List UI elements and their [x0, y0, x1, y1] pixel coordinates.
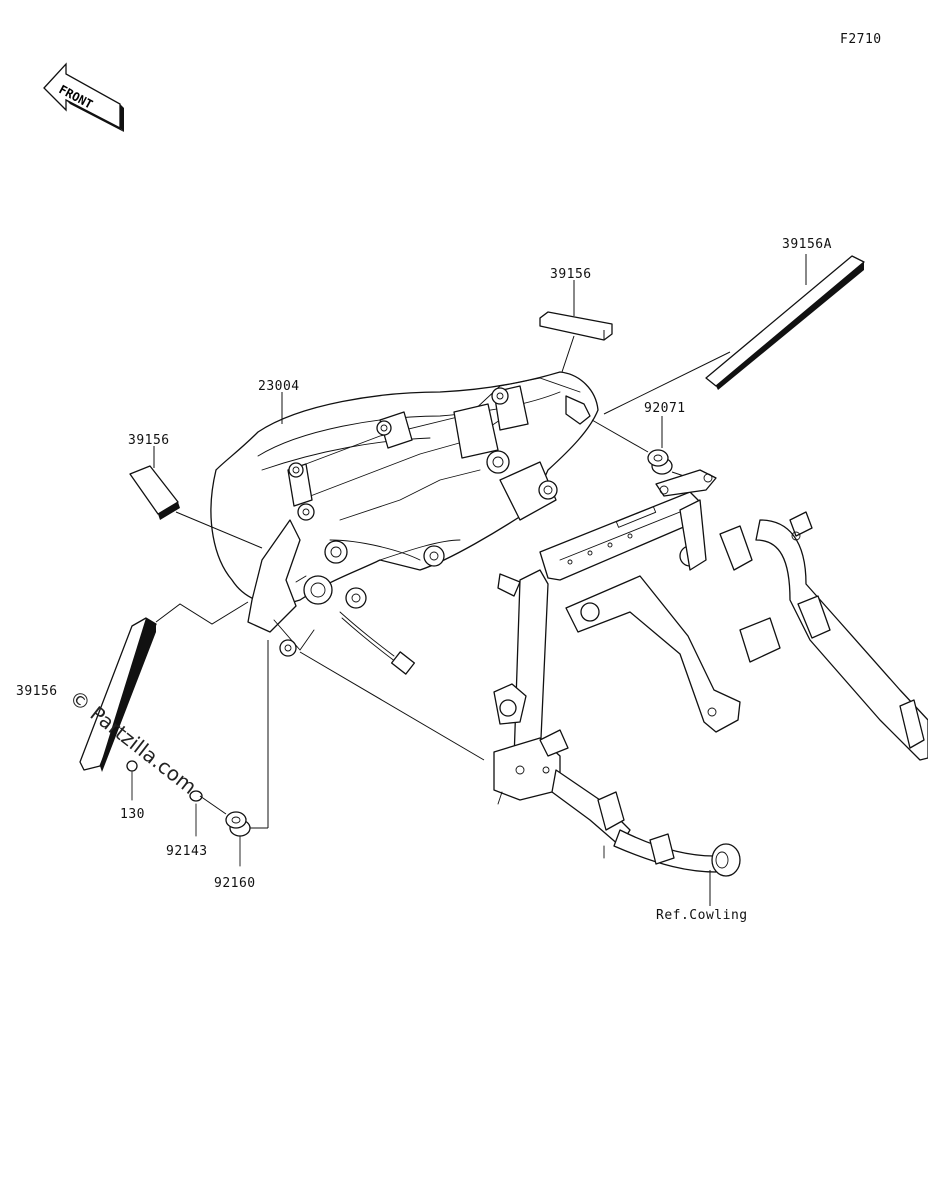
- part-92160-grommet[interactable]: [225, 640, 269, 867]
- label-23004: 23004: [258, 379, 300, 394]
- label-130: 130: [120, 807, 145, 822]
- label-ref-cowling[interactable]: Ref.Cowling: [656, 908, 748, 923]
- label-39156-top: 39156: [550, 267, 592, 282]
- front-direction-arrow: FRONT: [43, 62, 124, 132]
- part-39156-bottom-strip[interactable]: [79, 601, 249, 772]
- part-39156-top-block[interactable]: [539, 280, 613, 373]
- part-39156A-strip[interactable]: [603, 254, 865, 415]
- part-130-bolt[interactable]: [126, 760, 138, 801]
- label-39156A: 39156A: [782, 237, 832, 252]
- part-39156-left-block[interactable]: [129, 446, 263, 549]
- label-39156-bottom: 39156: [16, 684, 58, 699]
- watermark-text: © Partzilla.com: [65, 685, 201, 799]
- partzilla-watermark: © Partzilla.com: [65, 685, 201, 799]
- label-92071: 92071: [644, 401, 686, 416]
- part-92143-collar[interactable]: [189, 790, 227, 837]
- figure-code: F2710: [840, 32, 882, 47]
- leader-to-frame: [299, 651, 485, 761]
- cowling-stay-frame[interactable]: [493, 469, 928, 877]
- label-92143: 92143: [166, 844, 208, 859]
- label-39156-left: 39156: [128, 433, 170, 448]
- label-92160: 92160: [214, 876, 256, 891]
- part-23004-headlight-assembly[interactable]: [210, 371, 599, 675]
